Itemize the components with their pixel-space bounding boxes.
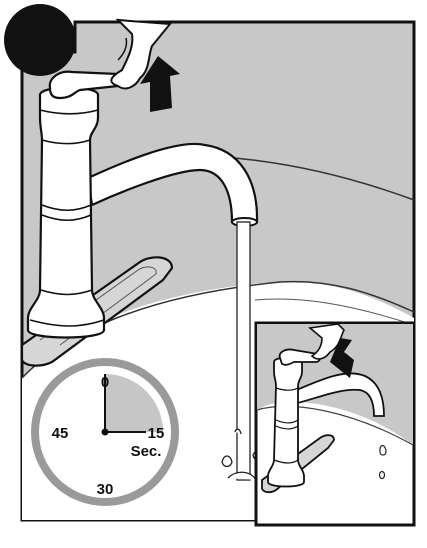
timer-mark-15: 15 xyxy=(148,425,165,442)
arrow-up-label: 1 xyxy=(156,85,164,102)
timer-center-dot xyxy=(102,429,109,436)
timer-mark-30: 30 xyxy=(97,481,114,498)
timer: 0 15 Sec. 30 45 xyxy=(35,362,175,502)
arrow-down-label: 2 xyxy=(342,351,349,365)
water-stream xyxy=(237,222,250,480)
inset-panel: 2 xyxy=(256,323,414,525)
step-number: 12 xyxy=(18,20,63,64)
timer-mark-0: 0 xyxy=(101,374,109,391)
timer-mark-45: 45 xyxy=(52,425,69,442)
timer-unit: Sec. xyxy=(131,443,162,460)
